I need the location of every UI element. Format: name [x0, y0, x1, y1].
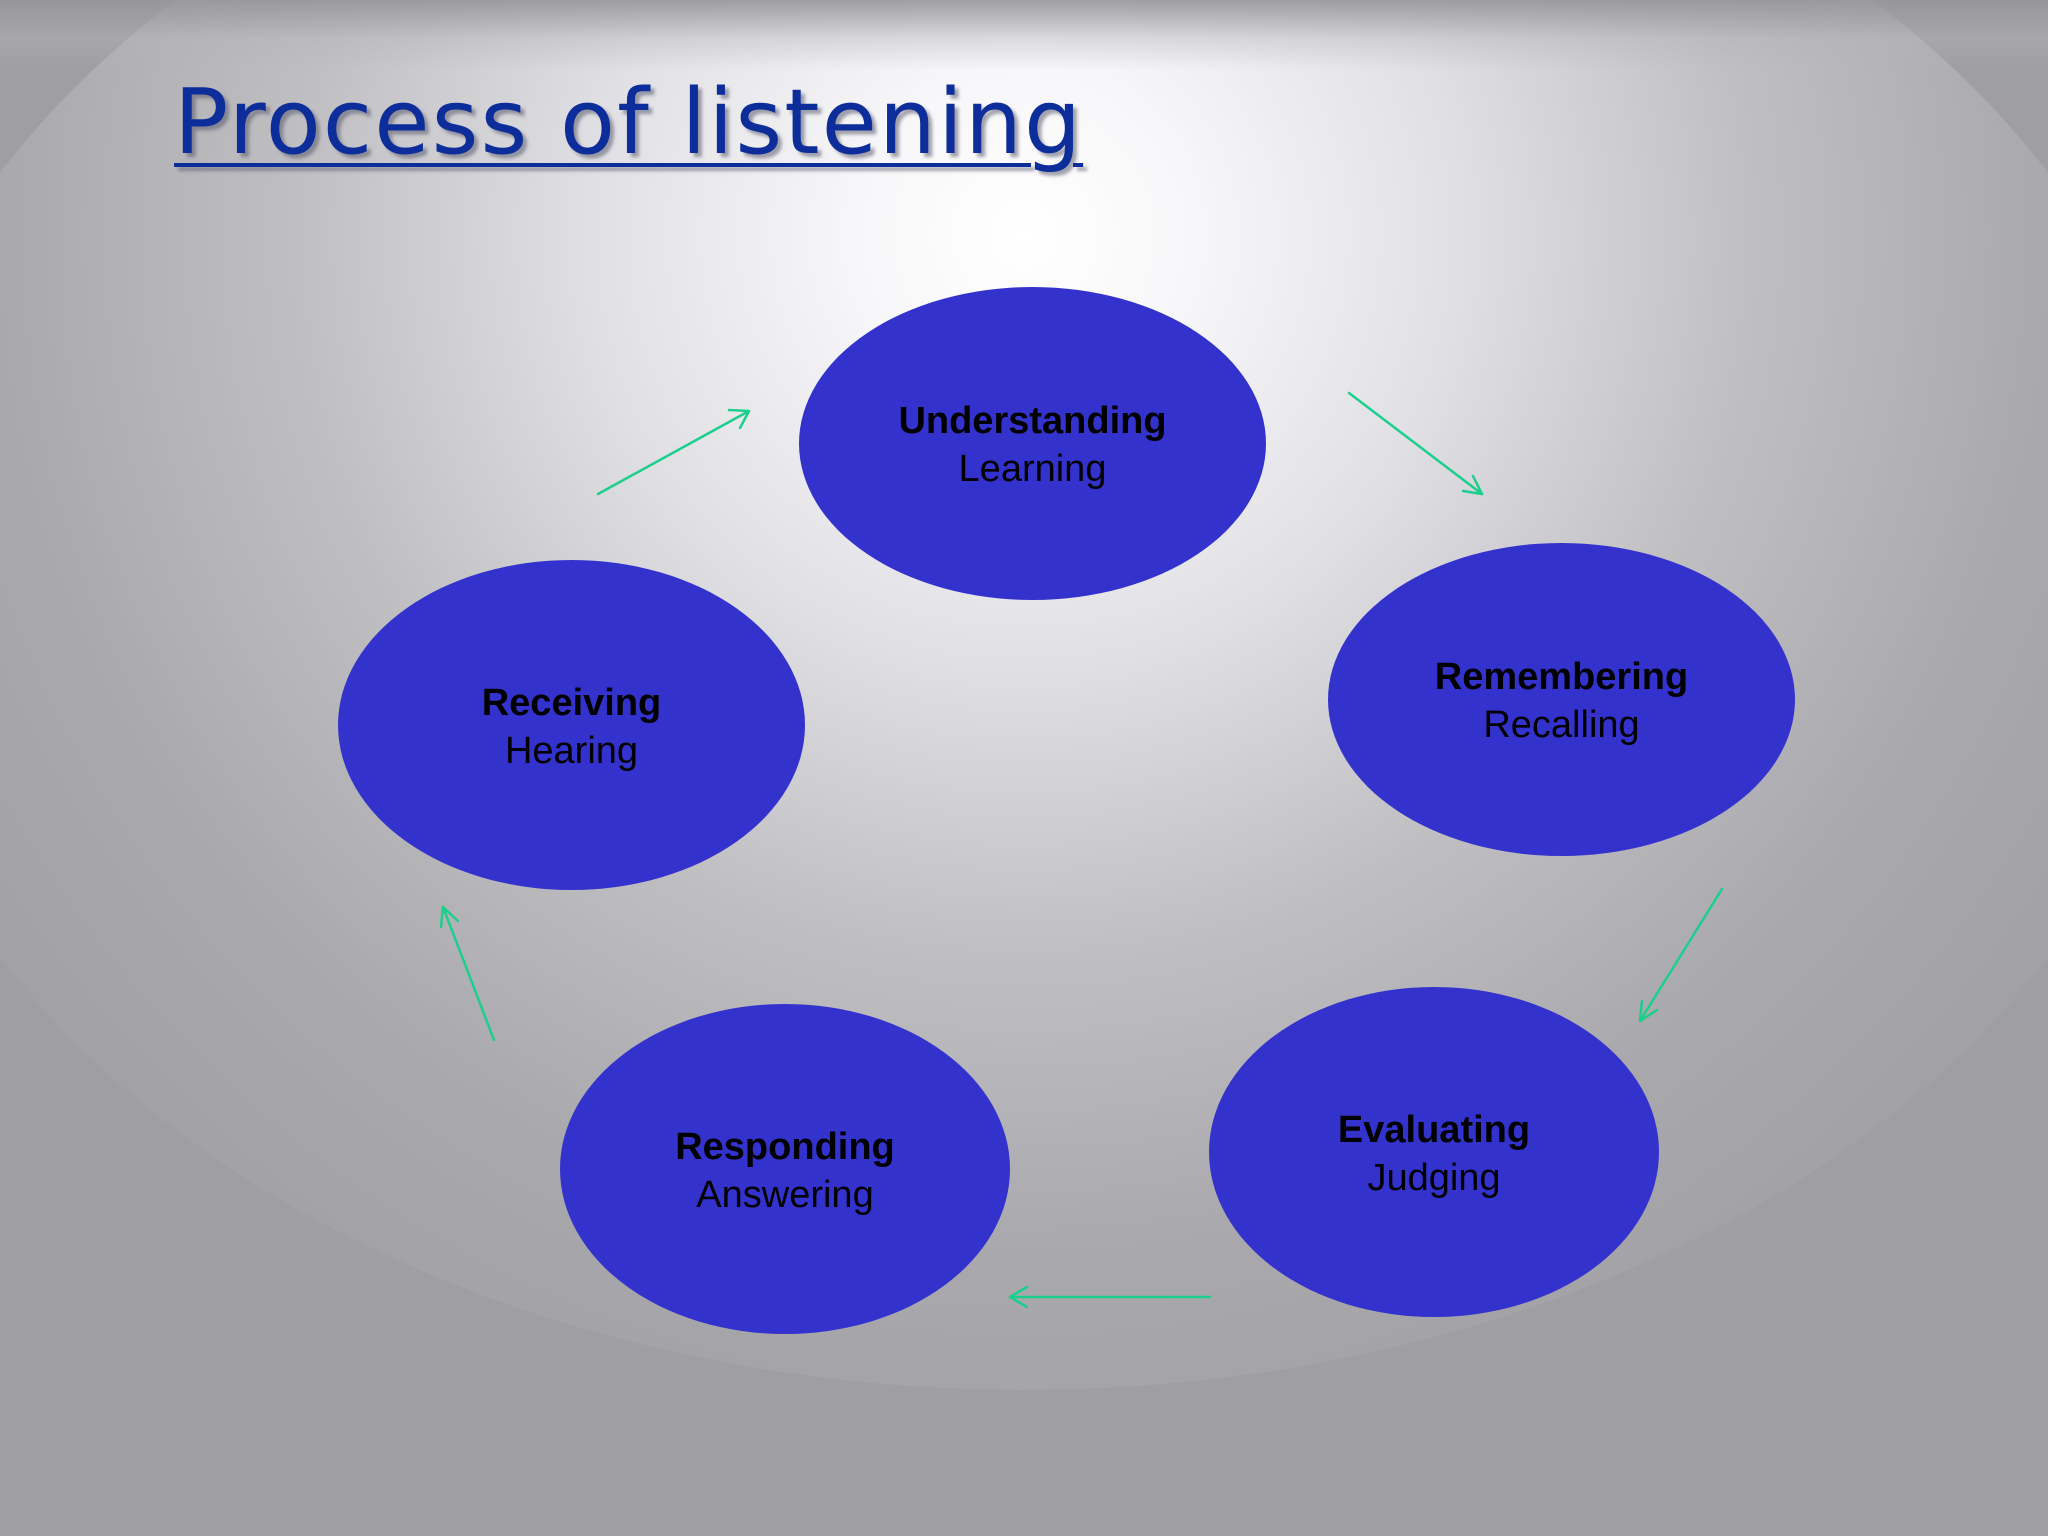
arrow-receiving-to-understanding — [596, 408, 751, 496]
node-responding-sublabel: Answering — [696, 1174, 874, 1216]
slide-title: Process of listening — [174, 70, 1084, 175]
arrow-understanding-to-remembering — [1347, 391, 1484, 496]
node-remembering-label: Remembering — [1434, 656, 1689, 698]
node-understanding-text: Understanding Learning — [799, 397, 1266, 493]
node-evaluating-sublabel: Judging — [1367, 1157, 1501, 1199]
node-remembering-text: Remembering Recalling — [1328, 653, 1795, 749]
node-receiving-text: Receiving Hearing — [338, 679, 805, 775]
node-receiving-sublabel: Hearing — [504, 730, 639, 772]
node-remembering — [1328, 543, 1795, 856]
node-remembering-sublabel: Recalling — [1483, 704, 1640, 746]
node-evaluating-text: Evaluating Judging — [1209, 1106, 1659, 1202]
node-responding-text: Responding Answering — [560, 1123, 1010, 1219]
node-evaluating-label: Evaluating — [1337, 1109, 1531, 1151]
arrow-evaluating-to-responding — [1008, 1285, 1212, 1309]
arrow-responding-to-receiving — [439, 905, 496, 1042]
node-understanding-label: Understanding — [898, 400, 1167, 442]
node-responding — [560, 1004, 1010, 1334]
node-understanding — [799, 287, 1266, 600]
node-understanding-sublabel: Learning — [958, 448, 1107, 490]
node-receiving — [338, 560, 805, 890]
arrow-remembering-to-evaluating — [1638, 887, 1724, 1023]
node-evaluating — [1209, 987, 1659, 1317]
top-shade — [0, 0, 2048, 70]
node-responding-label: Responding — [675, 1126, 895, 1168]
node-receiving-label: Receiving — [481, 682, 662, 724]
